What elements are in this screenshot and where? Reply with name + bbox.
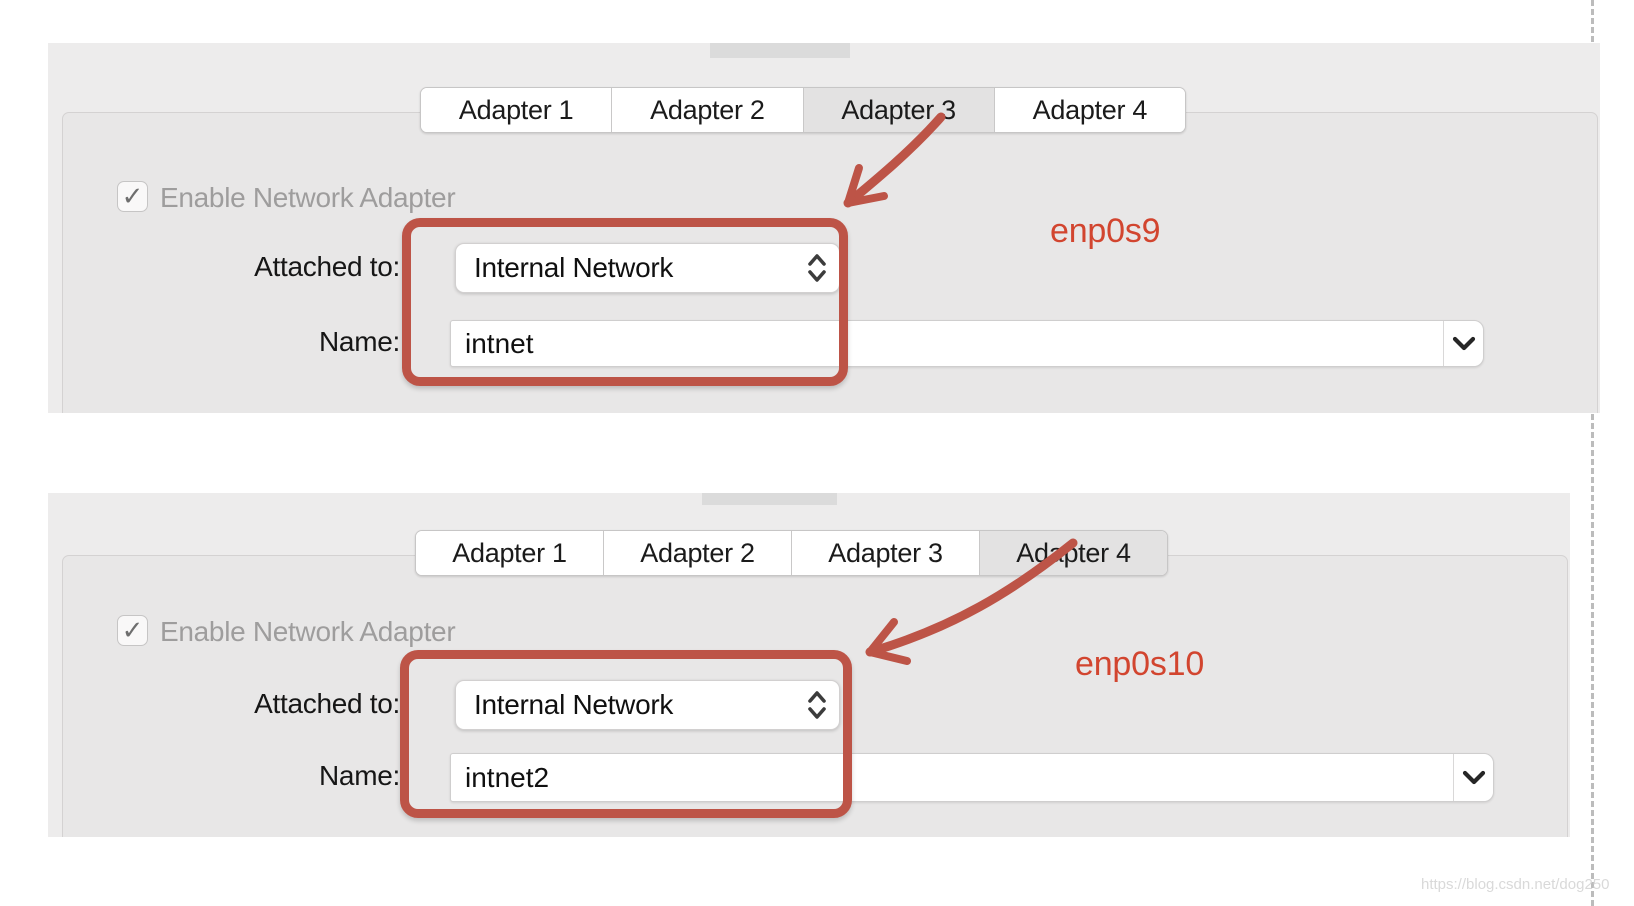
attached-to-label: Attached to: bbox=[254, 251, 400, 282]
checkmark-icon: ✓ bbox=[121, 614, 144, 645]
chevron-down-icon bbox=[1452, 336, 1475, 350]
network-settings-panel-adapter3: Adapter 1 Adapter 2 Adapter 3 Adapter 4 … bbox=[48, 43, 1600, 413]
network-name-input[interactable] bbox=[451, 321, 1443, 366]
adapter-tab-bar: Adapter 1 Adapter 2 Adapter 3 Adapter 4 bbox=[415, 530, 1168, 576]
popup-stepper-icon bbox=[807, 689, 827, 721]
network-settings-panel-adapter4: Adapter 1 Adapter 2 Adapter 3 Adapter 4 … bbox=[48, 493, 1570, 837]
combobox-dropdown-button[interactable] bbox=[1443, 321, 1483, 366]
network-name-input[interactable] bbox=[451, 754, 1453, 801]
tab-adapter-2[interactable]: Adapter 2 bbox=[611, 88, 803, 132]
enable-network-adapter-label: Enable Network Adapter bbox=[160, 182, 456, 213]
watermark-text: https://blog.csdn.net/dog250 bbox=[1421, 876, 1610, 893]
attached-to-popup-button[interactable]: Internal Network bbox=[455, 243, 840, 293]
annotation-interface-name: enp0s9 bbox=[1050, 212, 1161, 250]
combobox-dropdown-button[interactable] bbox=[1453, 754, 1493, 801]
attached-to-value: Internal Network bbox=[474, 689, 674, 720]
annotation-interface-name: enp0s10 bbox=[1075, 645, 1205, 683]
adapter-tab-bar: Adapter 1 Adapter 2 Adapter 3 Adapter 4 bbox=[420, 87, 1186, 133]
enable-network-adapter-checkbox[interactable]: ✓ bbox=[117, 615, 148, 646]
checkmark-icon: ✓ bbox=[121, 180, 144, 211]
crop-divider-dotted-line bbox=[1591, 0, 1594, 906]
tab-adapter-4[interactable]: Adapter 4 bbox=[979, 531, 1167, 575]
tab-adapter-3[interactable]: Adapter 3 bbox=[802, 88, 994, 132]
enable-network-adapter-checkbox[interactable]: ✓ bbox=[117, 181, 148, 212]
tab-adapter-1[interactable]: Adapter 1 bbox=[416, 531, 603, 575]
tab-adapter-3[interactable]: Adapter 3 bbox=[791, 531, 979, 575]
name-label: Name: bbox=[319, 326, 400, 357]
attached-to-label: Attached to: bbox=[254, 688, 400, 719]
toolbar-remnant bbox=[702, 493, 837, 505]
enable-network-adapter-label: Enable Network Adapter bbox=[160, 616, 456, 647]
tab-adapter-2[interactable]: Adapter 2 bbox=[603, 531, 791, 575]
attached-to-value: Internal Network bbox=[474, 252, 674, 283]
network-name-combobox bbox=[450, 753, 1494, 802]
attached-to-popup-button[interactable]: Internal Network bbox=[455, 680, 840, 730]
chevron-down-icon bbox=[1462, 770, 1485, 784]
network-name-combobox bbox=[450, 320, 1484, 367]
tab-adapter-1[interactable]: Adapter 1 bbox=[421, 88, 612, 132]
name-label: Name: bbox=[319, 760, 400, 791]
toolbar-remnant bbox=[710, 43, 850, 58]
tab-adapter-4[interactable]: Adapter 4 bbox=[993, 88, 1185, 132]
popup-stepper-icon bbox=[807, 252, 827, 284]
